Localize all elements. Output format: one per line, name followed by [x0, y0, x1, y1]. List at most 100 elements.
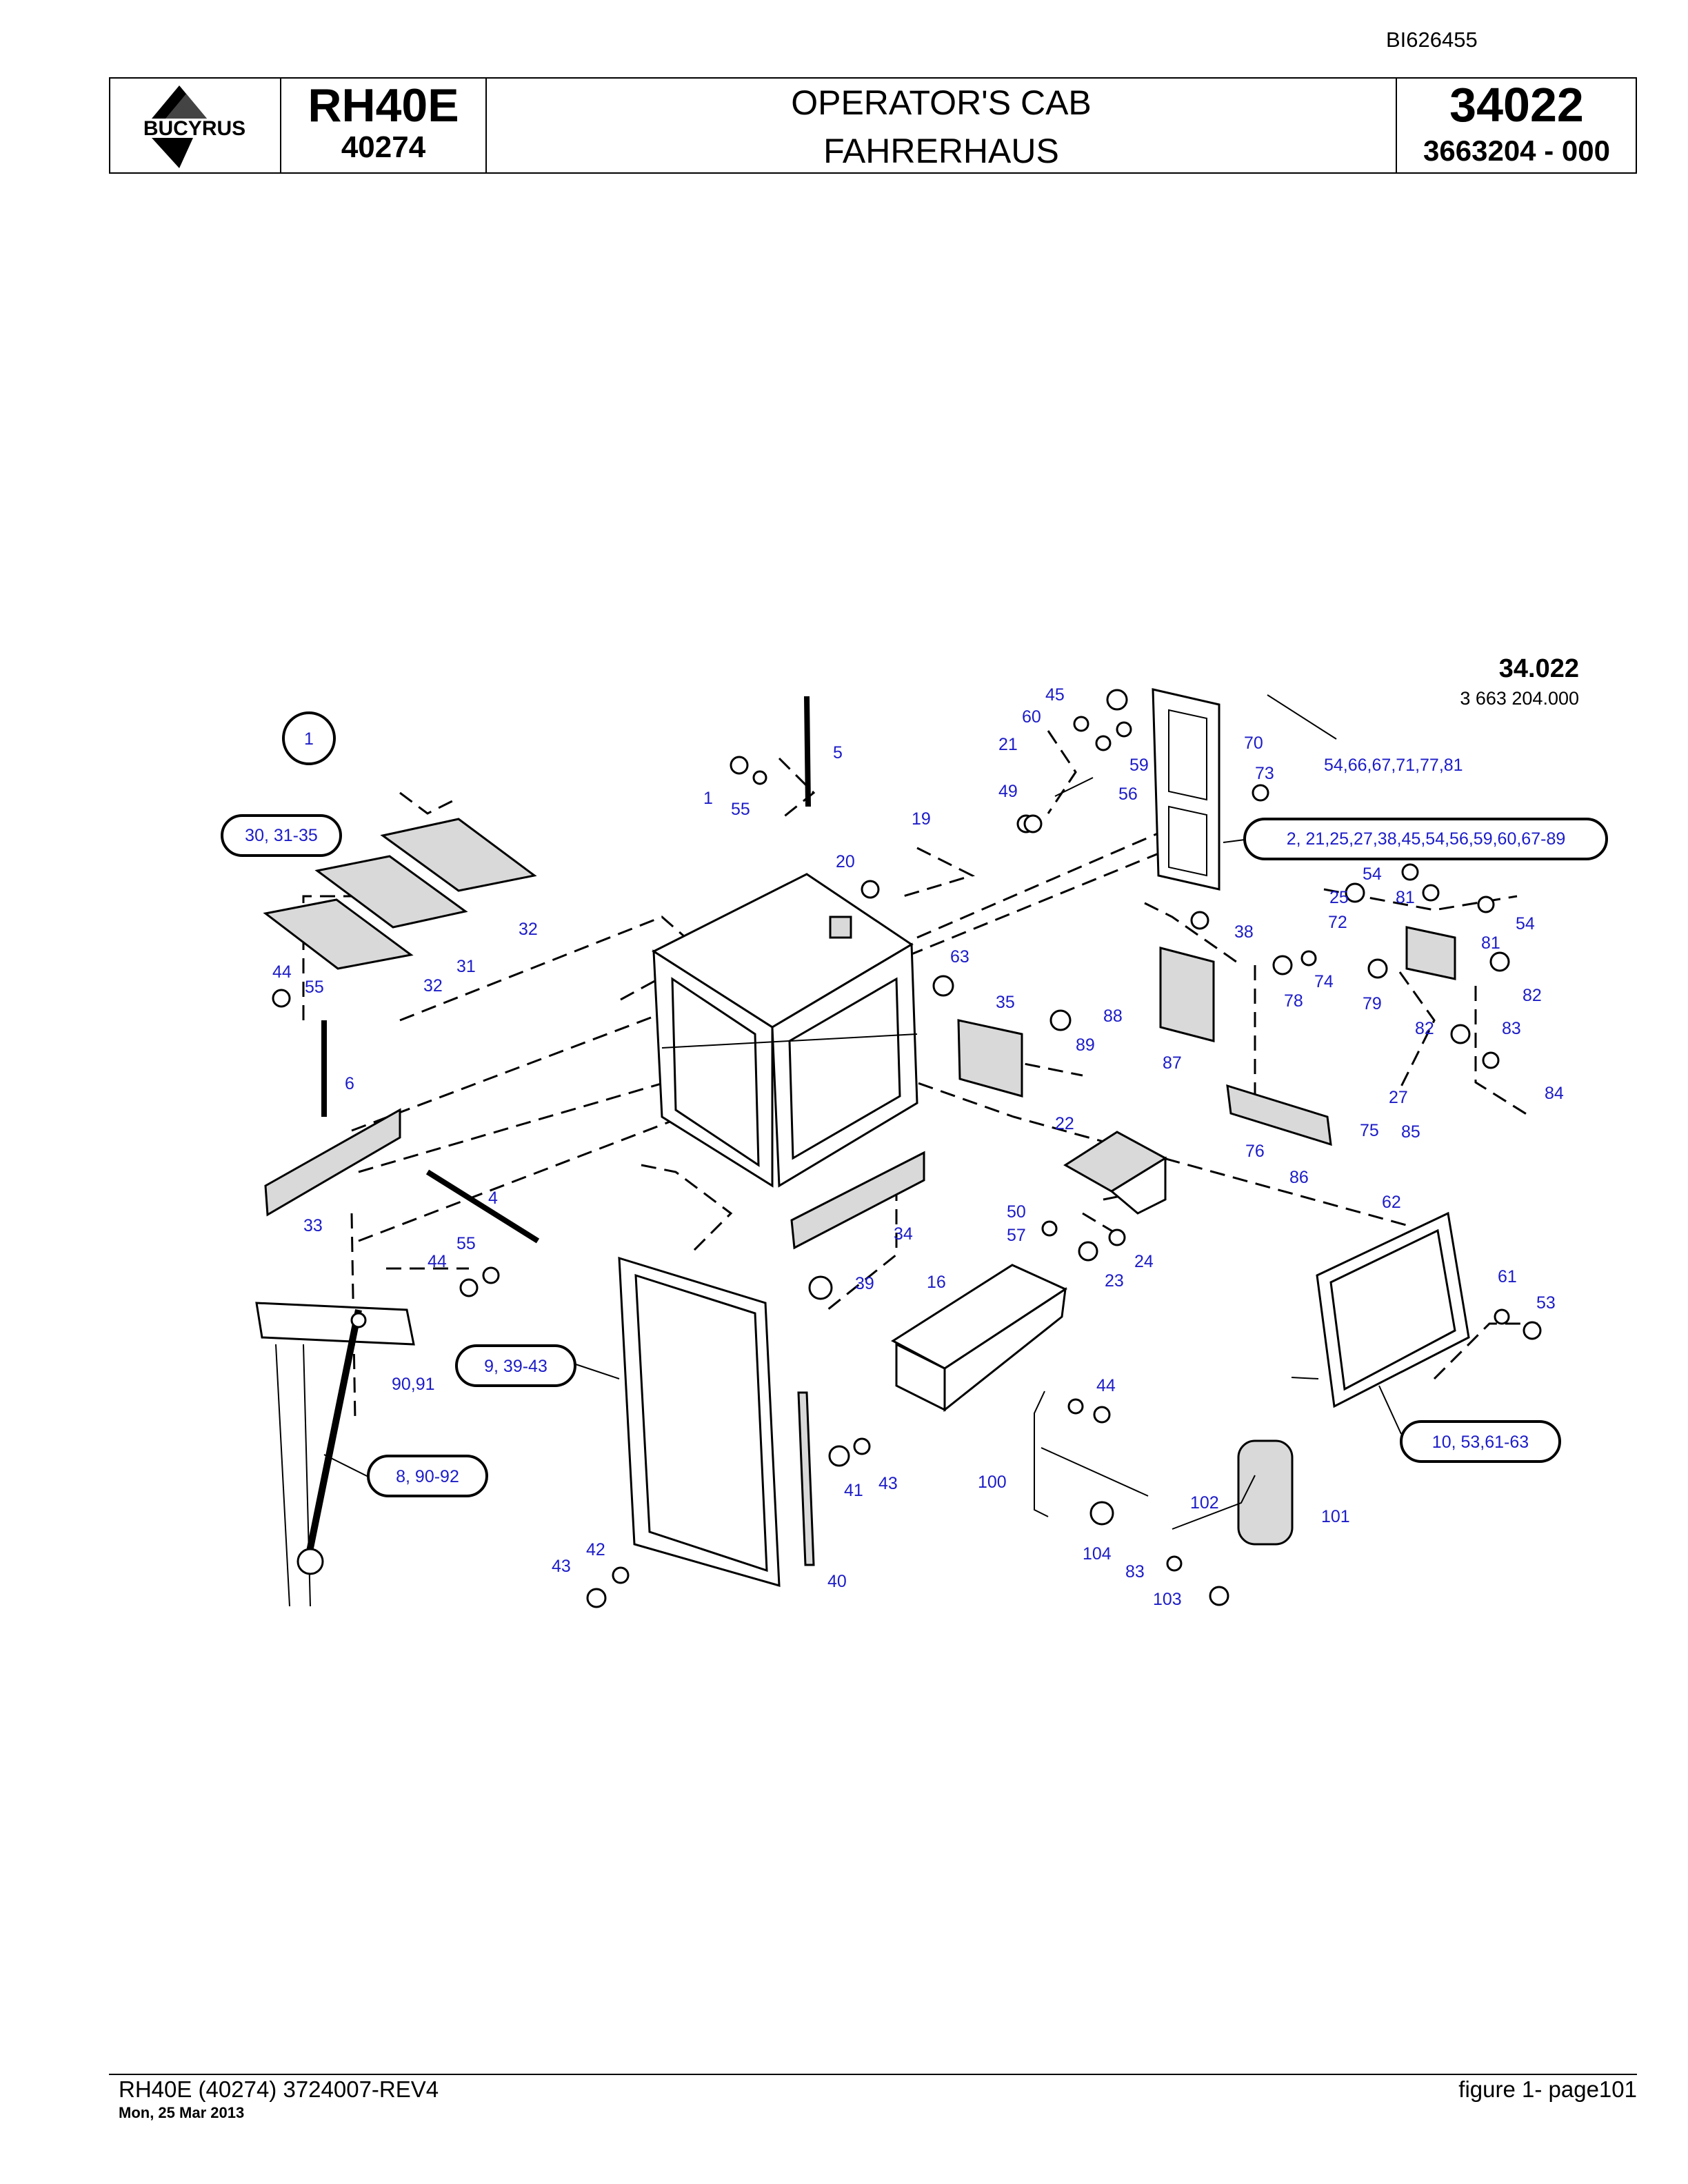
label-79: 79 — [1363, 994, 1382, 1013]
callout-4: 8, 90-92 — [396, 1467, 459, 1486]
label-44c: 44 — [1096, 1376, 1116, 1395]
callout-2: 2, 21,25,27,38,45,54,56,59,60,67-89 — [1287, 829, 1566, 849]
label-50: 50 — [1007, 1202, 1026, 1222]
label-101: 101 — [1321, 1507, 1350, 1526]
label-27: 27 — [1389, 1088, 1408, 1107]
label-78: 78 — [1284, 991, 1303, 1011]
label-100: 100 — [978, 1473, 1007, 1492]
label-60: 60 — [1022, 707, 1041, 727]
label-1: 1 — [703, 789, 713, 808]
label-6: 6 — [345, 1074, 354, 1093]
label-34: 34 — [894, 1224, 913, 1244]
label-20: 20 — [836, 852, 855, 871]
part-labels: 1 4 5 6 16 19 20 21 22 23 24 25 27 31 32… — [272, 685, 1564, 1609]
label-24: 24 — [1134, 1252, 1154, 1271]
document-id: BI626455 — [1386, 28, 1478, 52]
label-25: 25 — [1329, 888, 1349, 907]
title-block: BUCYRUS RH40E 40274 OPERATOR'S CAB FAHRE… — [109, 77, 1637, 174]
label-38: 38 — [1234, 922, 1254, 942]
seal-40 — [797, 1391, 815, 1566]
title-english: OPERATOR'S CAB — [791, 83, 1092, 122]
label-87: 87 — [1163, 1053, 1182, 1073]
assembly-part-number: 3663204 - 000 — [1423, 134, 1610, 167]
label-33: 33 — [303, 1216, 323, 1235]
label-54: 54 — [1363, 865, 1382, 884]
label-43: 43 — [878, 1474, 898, 1493]
label-104: 104 — [1083, 1544, 1112, 1564]
brand-name: BUCYRUS — [143, 117, 245, 140]
label-102: 102 — [1190, 1493, 1219, 1513]
group-number: 34022 — [1449, 78, 1584, 132]
label-61: 61 — [1498, 1267, 1517, 1286]
label-82: 82 — [1523, 986, 1542, 1005]
item-circle — [282, 711, 336, 765]
label-44b: 44 — [428, 1252, 447, 1271]
callout-box-3 — [455, 1344, 576, 1387]
label-63: 63 — [950, 947, 969, 967]
label-59: 59 — [1129, 756, 1149, 775]
label-21: 21 — [998, 735, 1018, 754]
cab-frame-part — [651, 873, 918, 1188]
footer-page-ref: figure 1- page101 — [1458, 2076, 1637, 2102]
front-window-frame — [618, 1256, 781, 1588]
label-55: 55 — [731, 800, 750, 819]
label-88: 88 — [1103, 1007, 1123, 1026]
callout-3: 9, 39-43 — [484, 1357, 547, 1376]
label-70: 70 — [1244, 734, 1263, 753]
footer-date: Mon, 25 Mar 2013 — [119, 2104, 245, 2121]
strut-part — [255, 1302, 415, 1607]
label-49: 49 — [998, 782, 1018, 801]
bracket-22 — [1063, 1131, 1167, 1215]
model-name: RH40E — [308, 79, 459, 132]
label-35: 35 — [996, 993, 1015, 1012]
leader-lines — [323, 694, 1402, 1477]
label-56: 56 — [1118, 785, 1138, 804]
label-74: 74 — [1314, 972, 1334, 991]
roof-panels-part — [263, 818, 537, 970]
latch-72 — [1405, 926, 1456, 980]
label-82b: 82 — [1415, 1019, 1434, 1038]
label-54b: 54 — [1516, 914, 1535, 933]
label-57: 57 — [1007, 1226, 1026, 1245]
footer-rule — [109, 2074, 1637, 2075]
label-73: 73 — [1255, 764, 1274, 783]
callout-1: 30, 31-35 — [245, 826, 318, 845]
label-81: 81 — [1396, 888, 1415, 907]
plate-34 — [790, 1151, 925, 1250]
label-84: 84 — [1545, 1084, 1564, 1103]
bar-5 — [804, 696, 811, 807]
label-19: 19 — [912, 809, 931, 829]
plate-33 — [264, 1108, 401, 1217]
label-72: 72 — [1328, 913, 1347, 932]
plain-list-label: 54,66,67,71,77,81 — [1324, 756, 1463, 775]
label-53: 53 — [1536, 1293, 1556, 1313]
label-32b: 32 — [423, 976, 443, 995]
title-german: FAHRERHAUS — [823, 132, 1059, 170]
item-circle-label: 1 — [304, 729, 314, 749]
label-22: 22 — [1055, 1114, 1074, 1133]
brand-logo: BUCYRUS — [120, 85, 270, 168]
tray-16 — [891, 1264, 1068, 1413]
label-83b: 83 — [1125, 1562, 1145, 1581]
side-window-part — [1316, 1211, 1470, 1408]
label-40: 40 — [827, 1572, 847, 1591]
callout-box-1 — [221, 814, 342, 857]
label-75: 75 — [1360, 1121, 1379, 1140]
callout-5: 10, 53,61-63 — [1432, 1433, 1529, 1452]
label-44: 44 — [272, 962, 292, 982]
model-cell: RH40E 40274 — [281, 79, 487, 172]
label-32: 32 — [519, 920, 538, 939]
group-code-part-number: 3 663 204.000 — [1460, 688, 1579, 709]
group-code: 34.022 — [1499, 654, 1579, 683]
label-85: 85 — [1401, 1122, 1420, 1142]
callout-box-2 — [1243, 818, 1608, 860]
label-41: 41 — [844, 1481, 863, 1500]
title-cell: OPERATOR'S CAB FAHRERHAUS — [487, 79, 1397, 172]
label-5: 5 — [833, 743, 843, 762]
label-43b: 43 — [552, 1557, 571, 1576]
label-42: 42 — [586, 1540, 605, 1559]
label-103: 103 — [1153, 1590, 1182, 1609]
label-55c: 55 — [456, 1234, 476, 1253]
label-31: 31 — [456, 957, 476, 976]
